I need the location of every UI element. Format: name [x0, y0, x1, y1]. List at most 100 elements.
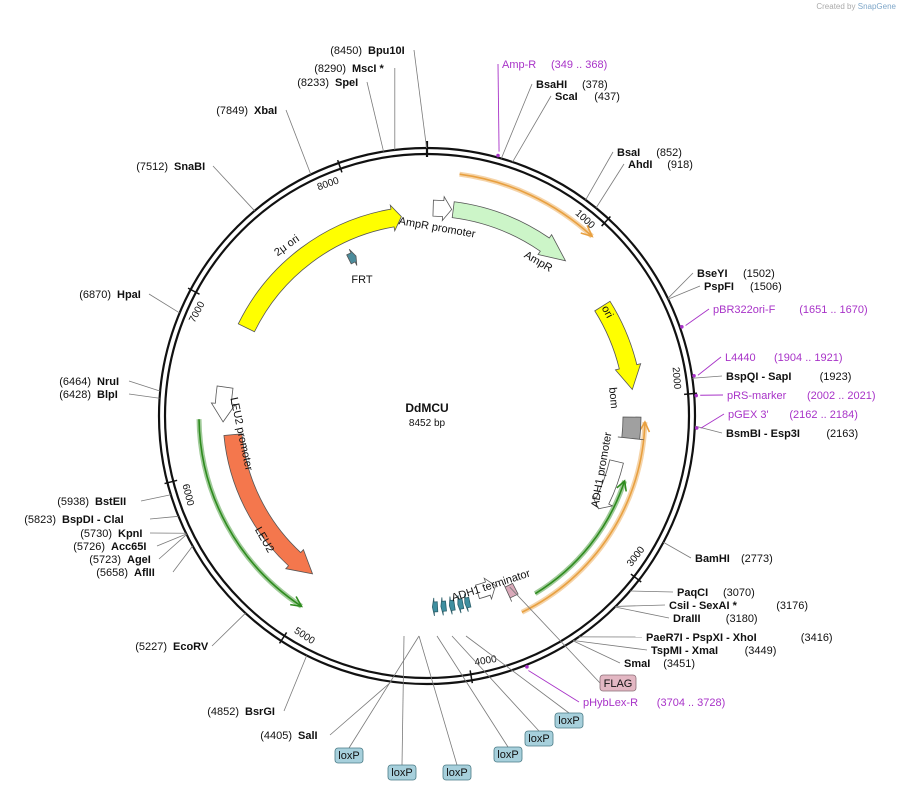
flag-box[interactable]: FLAG: [599, 674, 637, 692]
enzyme-position: (6870): [79, 289, 111, 301]
enzyme-lead-line: [667, 272, 694, 299]
enzyme-site[interactable]: (7512)SnaBI: [136, 161, 205, 173]
enzyme-name: XbaI: [254, 105, 277, 117]
loxp-label: loxP: [558, 715, 579, 727]
enzyme-site[interactable]: BsmBI - Esp3I(2163): [726, 428, 858, 440]
enzyme-position: (3449): [745, 645, 777, 657]
primer-name: pGEX 3': [728, 409, 769, 421]
loxp-box[interactable]: loxP: [493, 746, 523, 763]
enzyme-name: BstEII: [95, 496, 126, 508]
enzyme-position: (7849): [216, 105, 248, 117]
enzyme-site[interactable]: (5938)BstEII: [57, 496, 126, 508]
loxp-label: loxP: [338, 750, 359, 762]
loxp-marker: [431, 597, 439, 616]
enzyme-site[interactable]: (5726)Acc65I: [73, 541, 146, 553]
enzyme-site[interactable]: PaqCI (3070): [677, 587, 755, 599]
enzyme-name: BsaI: [617, 147, 640, 159]
adh1-region-orf: [520, 421, 648, 615]
tick-mark: [336, 159, 343, 173]
enzyme-position: (3176): [776, 600, 808, 612]
primer-site[interactable]: L4440(1904 .. 1921): [725, 352, 843, 364]
tick-mark: [278, 632, 288, 644]
enzyme-site[interactable]: (5823)BspDI - ClaI: [24, 514, 124, 526]
primer-lead-line: [497, 63, 500, 152]
enzyme-position: (3416): [801, 632, 833, 644]
enzyme-site[interactable]: (5227)EcoRV: [135, 641, 209, 653]
primer-name: Amp-R: [502, 59, 536, 71]
enzyme-site[interactable]: AhdI(918): [628, 159, 693, 171]
enzyme-site[interactable]: (5723)AgeI: [89, 554, 151, 566]
primer-mark: [496, 153, 500, 158]
ori-arrow: [594, 300, 642, 391]
enzyme-lead-line: [585, 151, 614, 201]
enzyme-lead-line: [172, 545, 193, 573]
primer-site[interactable]: pHybLex-R(3704 .. 3728): [583, 697, 725, 709]
enzyme-name: BspDI - ClaI: [62, 514, 124, 526]
enzyme-site[interactable]: BsaHI(378): [536, 79, 608, 91]
enzyme-site[interactable]: (8290) MscI *: [314, 63, 384, 75]
flag-orf-head: [616, 479, 627, 492]
enzyme-position: (4405): [260, 730, 292, 742]
enzyme-site[interactable]: (8450)Bpu10I: [330, 45, 404, 57]
enzyme-site[interactable]: (7849) XbaI: [216, 105, 277, 117]
enzyme-lead-line: [149, 515, 179, 520]
primer-site[interactable]: Amp-R (349 .. 368): [502, 59, 607, 71]
loxp-lead-line: [401, 635, 405, 766]
enzyme-position: (3451): [663, 658, 695, 670]
enzyme-name: SnaBI: [174, 161, 205, 173]
ampr-arrow: [451, 201, 567, 262]
enzyme-lead-line: [366, 81, 384, 152]
site-labels: (8450)Bpu10I (8290) MscI * (8233)SpeI (7849)…: [24, 45, 876, 781]
enzyme-name: CsiI - SexAI *: [669, 600, 738, 612]
enzyme-site[interactable]: PaeR7I - PspXI - XhoI(3416): [646, 632, 833, 644]
enzyme-site[interactable]: (6428)BlpI: [59, 389, 118, 401]
loxp-box[interactable]: loxP: [387, 764, 417, 781]
loxp-box[interactable]: loxP: [554, 712, 584, 729]
enzyme-site[interactable]: BsaI(852): [617, 147, 682, 159]
primer-mark: [525, 665, 529, 669]
enzyme-site[interactable]: DraIII(3180): [673, 613, 758, 625]
enzyme-lead-line: [285, 109, 312, 175]
enzyme-site[interactable]: (5730)KpnI: [80, 528, 142, 540]
enzyme-site[interactable]: CsiI - SexAI * (3176): [669, 600, 808, 612]
loxp-box[interactable]: loxP: [442, 764, 472, 781]
enzyme-lead-line: [694, 425, 723, 434]
primer-site[interactable]: pGEX 3'(2162 .. 2184): [728, 409, 858, 421]
primer-range: (349 .. 368): [551, 59, 607, 71]
enzyme-site[interactable]: BamHI(2773): [695, 553, 773, 565]
enzyme-position: (1923): [820, 371, 852, 383]
enzyme-site[interactable]: (4852)BsrGI: [207, 706, 275, 718]
enzyme-site[interactable]: (8233)SpeI: [297, 77, 358, 89]
loxp-lead-line: [418, 635, 458, 766]
enzyme-lead-line: [500, 83, 533, 159]
enzyme-lead-line: [140, 494, 171, 502]
enzyme-site[interactable]: (4405) SalI: [260, 730, 317, 742]
loxp-box[interactable]: loxP: [524, 730, 554, 747]
enzyme-site[interactable]: (6464)NruI: [59, 376, 119, 388]
enzyme-lead-line: [329, 681, 392, 736]
enzyme-name: PaqCI: [677, 587, 708, 599]
adh1-terminator-arrow: [475, 577, 496, 601]
enzyme-position: (3070): [723, 587, 755, 599]
enzyme-site[interactable]: (5658)AflII: [96, 567, 155, 579]
enzyme-site[interactable]: (6870)HpaI: [79, 289, 141, 301]
enzyme-name: AflII: [134, 567, 155, 579]
enzyme-name: BsmBI - Esp3I: [726, 428, 800, 440]
primer-site[interactable]: pBR322ori-F(1651 .. 1670): [713, 304, 868, 316]
ampr-orf-head: [580, 225, 594, 238]
enzyme-position: (8290): [314, 63, 346, 75]
enzyme-site[interactable]: PspFI(1506): [704, 281, 782, 293]
enzyme-position: (6428): [59, 389, 91, 401]
loxp-box[interactable]: loxP: [334, 747, 364, 764]
enzyme-site[interactable]: TspMI - XmaI(3449): [651, 645, 776, 657]
primer-lead-line: [685, 308, 710, 326]
primer-mark: [680, 324, 684, 329]
enzyme-site[interactable]: BseYI(1502): [697, 268, 775, 280]
enzyme-site[interactable]: SmaI(3451): [624, 658, 695, 670]
enzyme-name: SalI: [298, 730, 318, 742]
enzyme-name: MscI *: [352, 63, 385, 75]
enzyme-site[interactable]: ScaI(437): [555, 91, 620, 103]
enzyme-site[interactable]: BspQI - SapI(1923): [726, 371, 851, 383]
enzyme-lead-line: [128, 393, 160, 399]
primer-site[interactable]: pRS-marker(2002 .. 2021): [727, 390, 876, 402]
